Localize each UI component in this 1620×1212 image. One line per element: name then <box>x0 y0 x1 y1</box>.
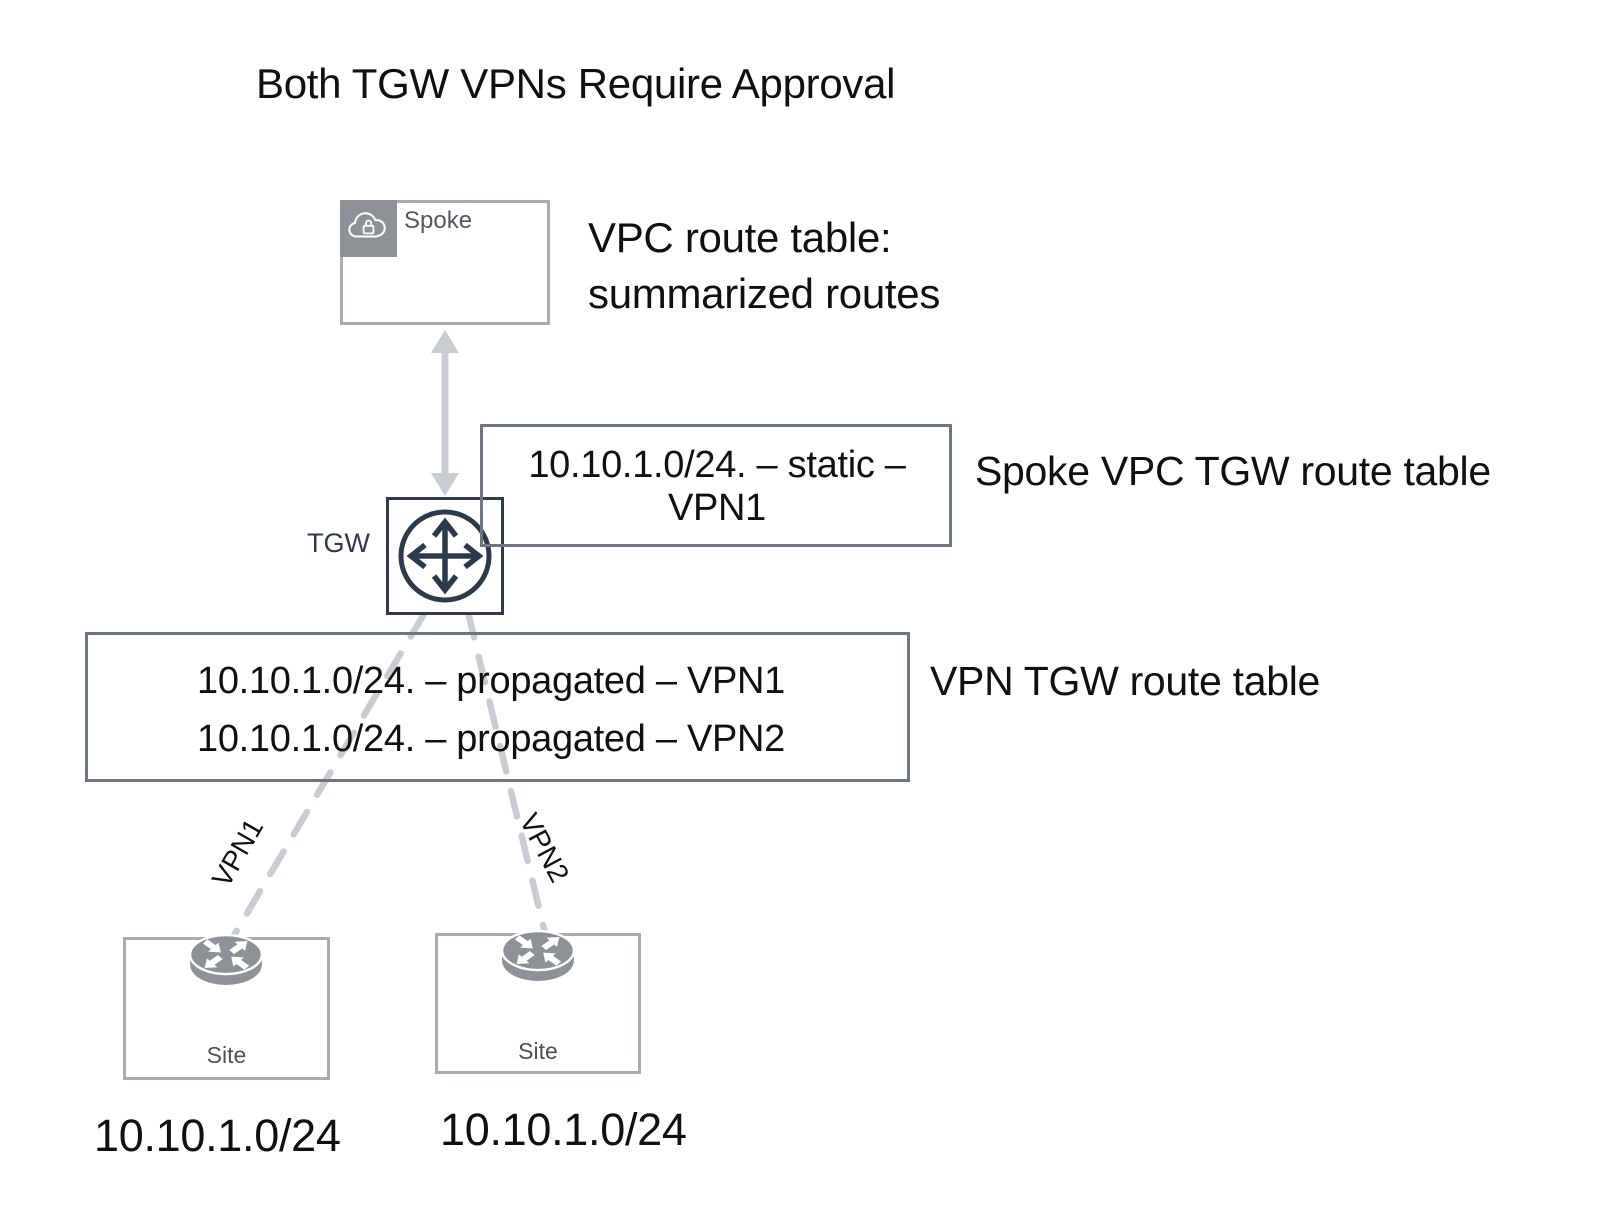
tgw-label: TGW <box>307 528 370 558</box>
transit-gateway-icon <box>398 509 492 603</box>
site1-cidr: 10.10.1.0/24 <box>94 1110 341 1161</box>
router-icon <box>500 929 576 981</box>
vpn-links-layer <box>229 608 549 941</box>
vpc-route-table-note: VPC route table: summarized routes <box>588 214 941 317</box>
router-icon <box>188 933 264 985</box>
vpn-tgw-route-table-note: VPN TGW route table <box>930 658 1321 704</box>
route-entry-propagated-vpn2: 10.10.1.0/24. – propagated – VPN2 <box>197 718 786 760</box>
route-entry-static-vpn1: 10.10.1.0/24. – static – VPN1 <box>528 444 906 529</box>
vpn2-dashed-line <box>464 608 549 937</box>
diagram-title: Both TGW VPNs Require Approval <box>256 60 896 107</box>
spoke-box-label: Spoke <box>404 207 473 234</box>
site1-label: Site <box>206 1042 247 1068</box>
double-arrow-icon <box>431 330 459 496</box>
site2-cidr: 10.10.1.0/24 <box>440 1104 687 1155</box>
spoke-vpc-tgw-route-table-note: Spoke VPC TGW route table <box>975 448 1491 494</box>
tgw-node-box <box>386 497 504 615</box>
vpc-cloud-lock-icon <box>340 200 397 257</box>
spoke-vpc-tgw-route-table-box <box>480 424 952 547</box>
vpn1-dashed-line <box>229 610 428 941</box>
vpn-tgw-route-table-box <box>85 632 910 782</box>
site2-label: Site <box>518 1038 558 1064</box>
route-entry-propagated-vpn1: 10.10.1.0/24. – propagated – VPN1 <box>197 660 786 702</box>
